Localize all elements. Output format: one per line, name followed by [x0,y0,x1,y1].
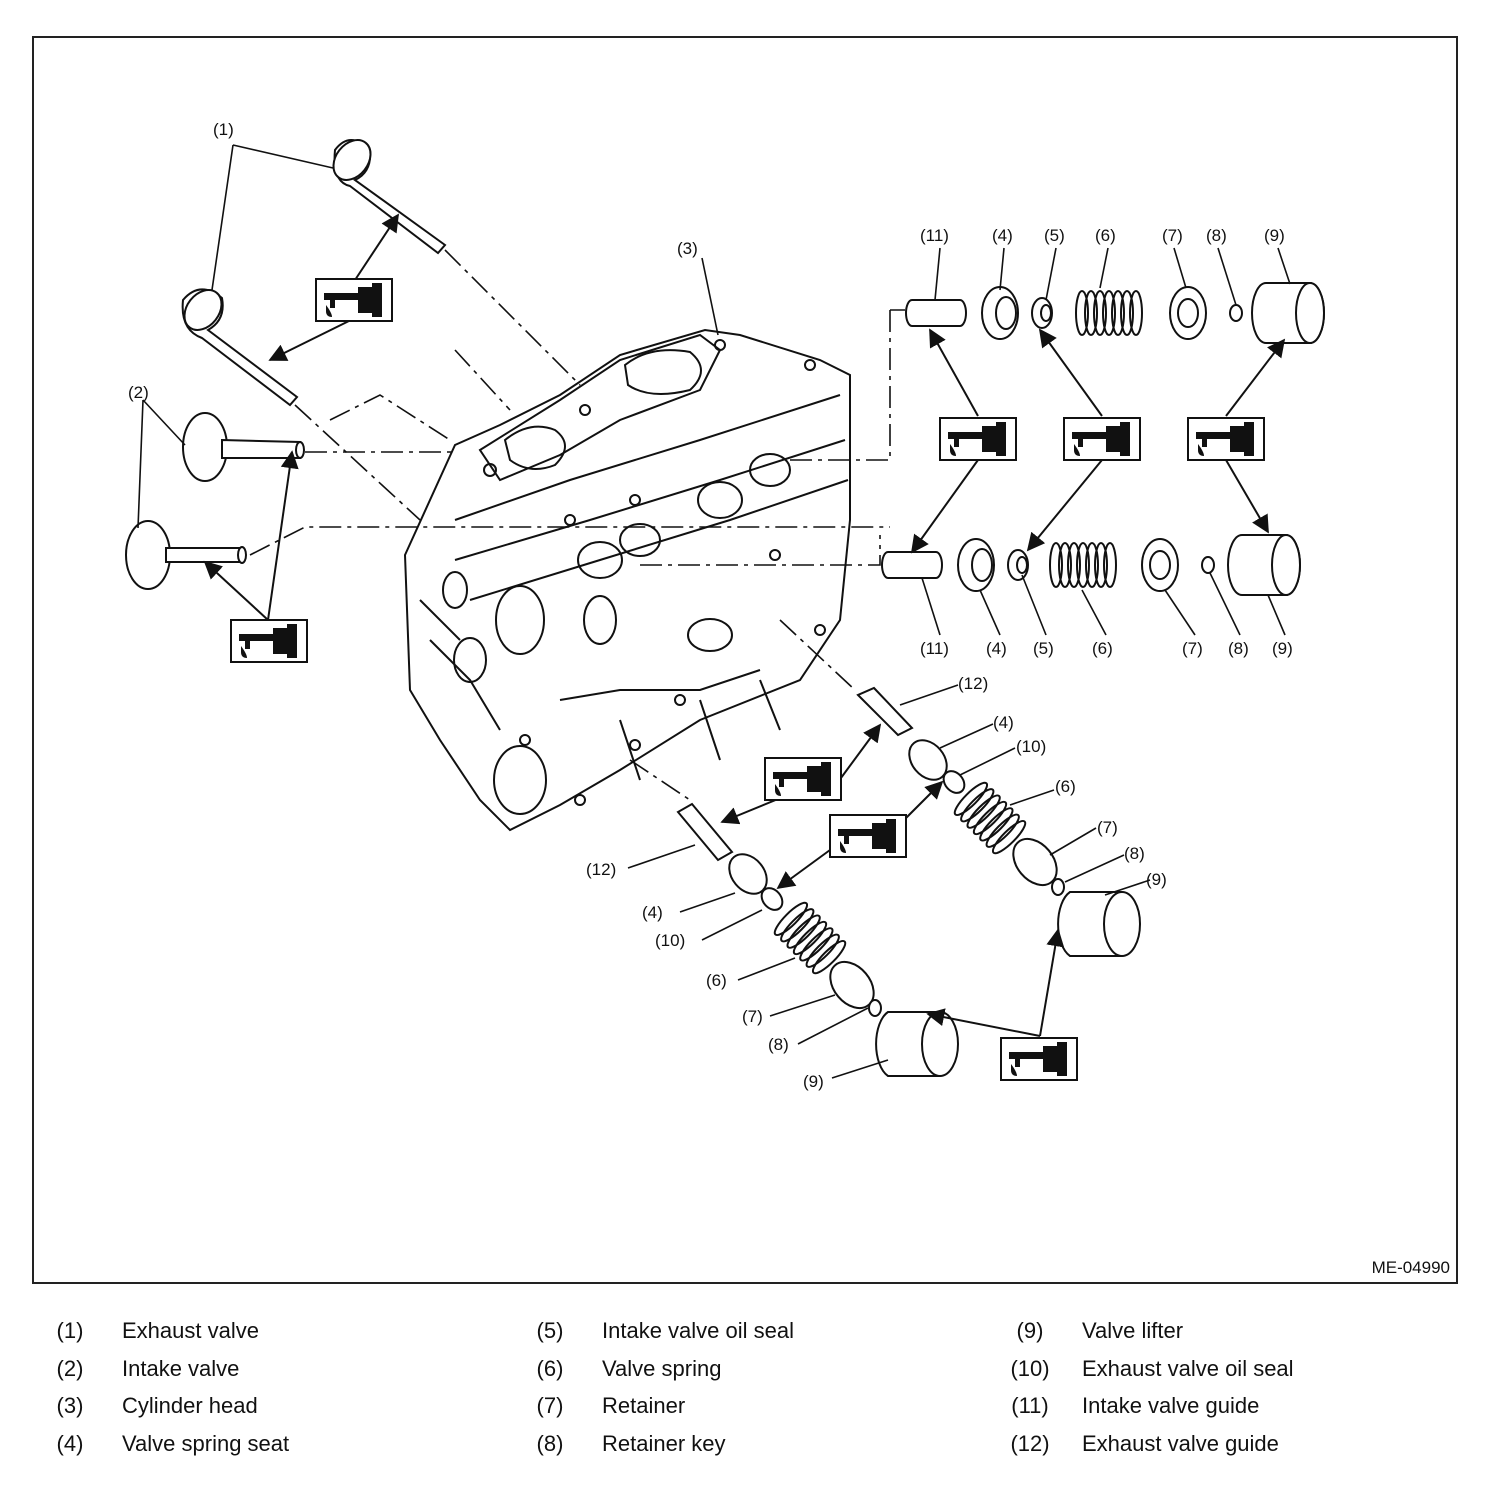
callout-9: (9) [1146,870,1167,889]
upper-intake-component-row [905,282,1325,344]
callout-8: (8) [1228,639,1249,658]
callout-6: (6) [1095,226,1116,245]
callout-8: (8) [1206,226,1227,245]
oil-application-icon [764,757,842,801]
legend-number: (3) [56,1393,84,1418]
diagram-frame: ME-04990 [32,36,1458,1284]
callout-7: (7) [1162,226,1183,245]
legend-number: (6) [536,1356,564,1381]
callout-10: (10) [655,931,685,950]
right-exhaust-component-row [856,686,1141,957]
callout-7: (7) [1182,639,1203,658]
intake-valve-upper [182,412,305,482]
callout-11: (11) [920,639,949,658]
oil-application-icon [1000,1037,1078,1081]
callout-4: (4) [642,903,663,922]
callout-6: (6) [706,971,727,990]
legend-number: (5) [536,1318,564,1343]
legend-number: (11) [1011,1393,1049,1418]
callout-9: (9) [1272,639,1293,658]
legend-label: Exhaust valve oil seal [1082,1356,1294,1381]
lower-intake-component-row [881,534,1301,596]
oil-application-icon [829,814,907,858]
callout-2: (2) [128,383,149,402]
exploded-view-diagram: (1) (2) (3) (11) (4) (5) (6) (7) (8) (9)… [125,120,1325,1091]
legend-number: (12) [1010,1431,1050,1456]
callout-5: (5) [1044,226,1065,245]
legend-label: Intake valve oil seal [602,1318,794,1343]
legend-number: (4) [56,1431,84,1456]
callout-8: (8) [768,1035,789,1054]
exhaust-valve-lower [181,288,299,407]
legend-label: Intake valve guide [1082,1393,1260,1418]
legend-label: Cylinder head [122,1393,258,1418]
oil-application-icon [1063,417,1141,461]
callout-12: (12) [586,860,616,879]
legend-number: (9) [1016,1318,1044,1343]
legend-number: (8) [536,1431,564,1456]
legend-number: (2) [56,1356,84,1381]
legend-label: Retainer [602,1393,686,1418]
callout-12: (12) [958,674,988,693]
callout-6: (6) [1092,639,1113,658]
callout-4: (4) [993,713,1014,732]
callout-7: (7) [1097,818,1118,837]
callout-5: (5) [1033,639,1054,658]
oil-application-icon [939,417,1017,461]
legend-label: Valve lifter [1082,1318,1184,1343]
callout-9: (9) [1264,226,1285,245]
callout-11: (11) [920,226,949,245]
legend-number: (1) [56,1318,84,1343]
callout-4: (4) [992,226,1013,245]
intake-valve-lower [125,520,247,590]
callout-6: (6) [1055,777,1076,796]
callout-7: (7) [742,1007,763,1026]
legend-number: (10) [1010,1356,1050,1381]
legend-label: Intake valve [122,1356,240,1381]
oil-application-icon [230,619,308,663]
callout-10: (10) [1016,737,1046,756]
exhaust-valve-upper [332,139,447,255]
oil-application-icon [315,278,393,322]
legend-label: Valve spring seat [122,1431,290,1456]
legend-label: Exhaust valve guide [1082,1431,1279,1456]
callout-labels: (1) (2) (3) (11) (4) (5) (6) (7) (8) (9)… [128,120,1293,1091]
figure-code: ME-04990 [1371,1258,1450,1277]
callout-3: (3) [677,239,698,258]
left-exhaust-component-row [676,802,959,1077]
cylinder-head [403,328,851,832]
oil-application-icon [1187,417,1265,461]
callout-8: (8) [1124,844,1145,863]
legend-label: Exhaust valve [122,1318,259,1343]
legend-label: Retainer key [602,1431,726,1456]
callout-1: (1) [213,120,234,139]
legend-number: (7) [536,1393,564,1418]
legend-label: Valve spring [602,1356,722,1381]
callout-9: (9) [803,1072,824,1091]
callout-4: (4) [986,639,1007,658]
